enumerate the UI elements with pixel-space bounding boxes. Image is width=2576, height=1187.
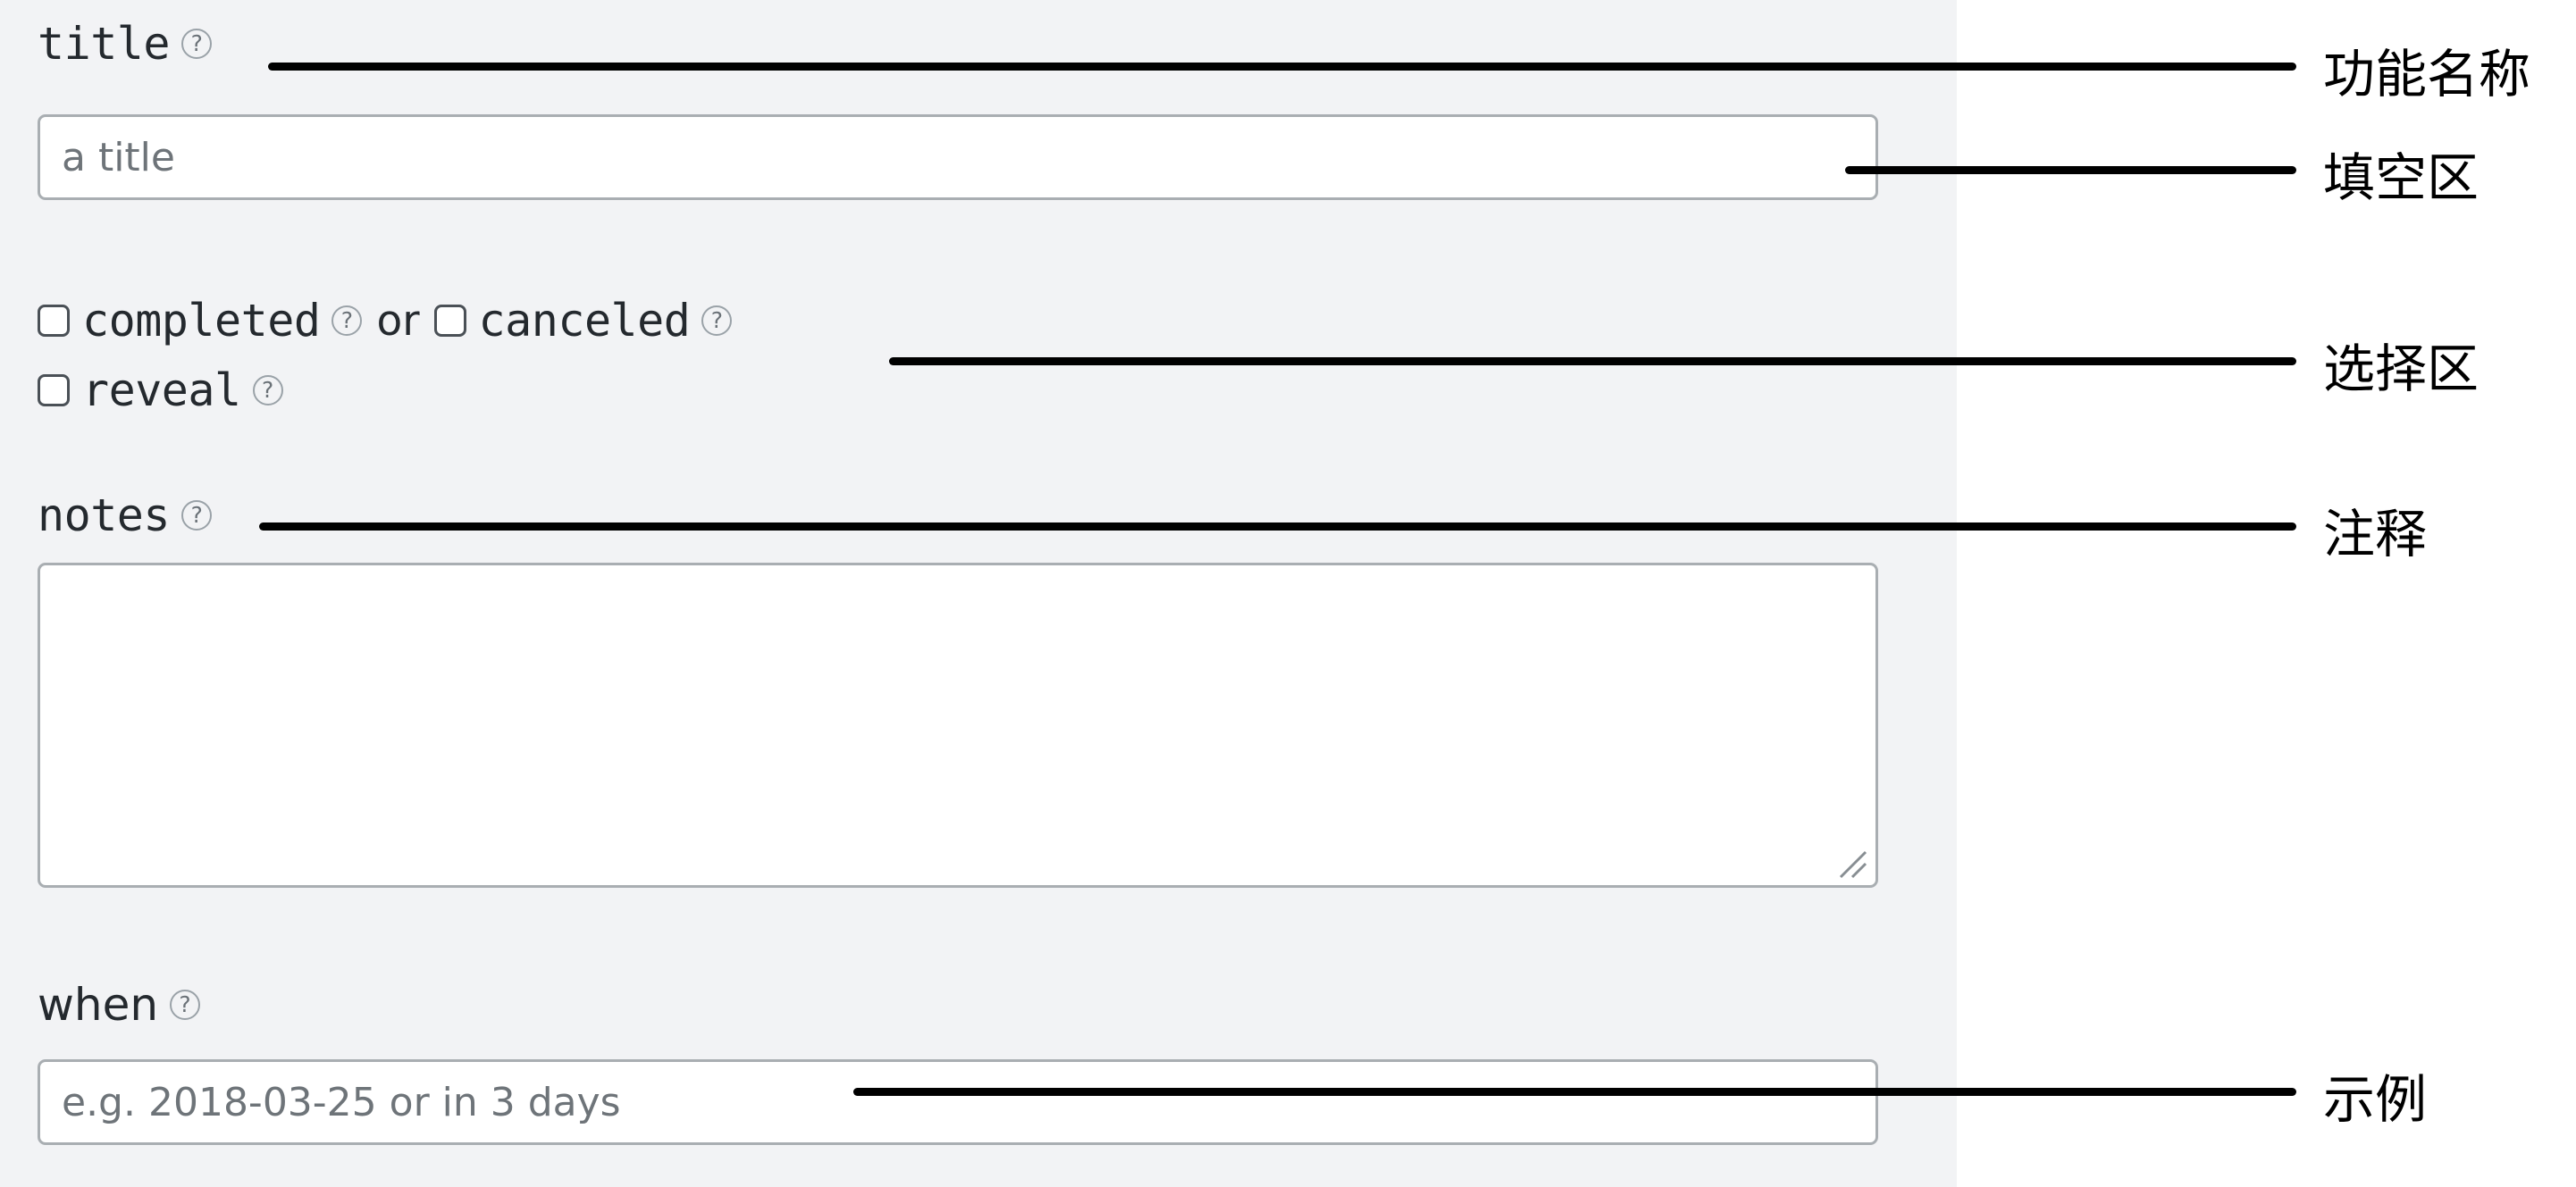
when-input[interactable]: e.g. 2018-03-25 or in 3 days xyxy=(38,1059,1878,1145)
notes-textarea[interactable] xyxy=(38,563,1878,888)
checkbox-conjunction: or xyxy=(376,296,420,346)
completed-help-icon[interactable]: ? xyxy=(331,305,363,336)
leader-line-input-area xyxy=(1845,166,2296,174)
canceled-help-icon[interactable]: ? xyxy=(701,305,733,336)
title-label: title ? xyxy=(38,18,213,70)
title-label-text: title xyxy=(38,18,171,70)
canceled-checkbox[interactable] xyxy=(433,305,466,337)
notes-help-icon[interactable]: ? xyxy=(181,500,213,531)
title-input-placeholder: a title xyxy=(62,134,175,180)
leader-line-selection-area xyxy=(889,357,2296,365)
title-input[interactable]: a title xyxy=(38,114,1878,200)
checkbox-row-reveal: reveal ? xyxy=(38,364,283,416)
when-input-placeholder: e.g. 2018-03-25 or in 3 days xyxy=(62,1079,621,1125)
reveal-checkbox[interactable] xyxy=(38,374,70,406)
checkbox-row-primary: completed ? or canceled ? xyxy=(38,295,733,347)
notes-label: notes ? xyxy=(38,489,213,541)
completed-checkbox[interactable] xyxy=(38,305,70,337)
annotation-input-area: 填空区 xyxy=(2323,147,2480,208)
reveal-help-icon[interactable]: ? xyxy=(252,375,283,405)
completed-label: completed xyxy=(82,295,321,347)
when-label-text: when xyxy=(38,979,159,1031)
resize-grip-icon[interactable] xyxy=(1838,849,1868,880)
leader-line-example xyxy=(853,1088,2296,1096)
when-help-icon[interactable]: ? xyxy=(170,990,201,1020)
leader-line-function-name xyxy=(268,63,2296,71)
reveal-label: reveal xyxy=(82,364,241,416)
leader-line-notes xyxy=(259,522,2296,531)
title-help-icon[interactable]: ? xyxy=(181,29,213,59)
notes-label-text: notes xyxy=(38,489,171,541)
when-label: when ? xyxy=(38,979,201,1031)
canceled-label: canceled xyxy=(478,295,691,347)
annotation-selection-area: 选择区 xyxy=(2323,339,2480,399)
annotation-function-name: 功能名称 xyxy=(2323,44,2531,104)
annotation-example: 示例 xyxy=(2323,1069,2428,1130)
annotation-notes: 注释 xyxy=(2323,504,2428,564)
